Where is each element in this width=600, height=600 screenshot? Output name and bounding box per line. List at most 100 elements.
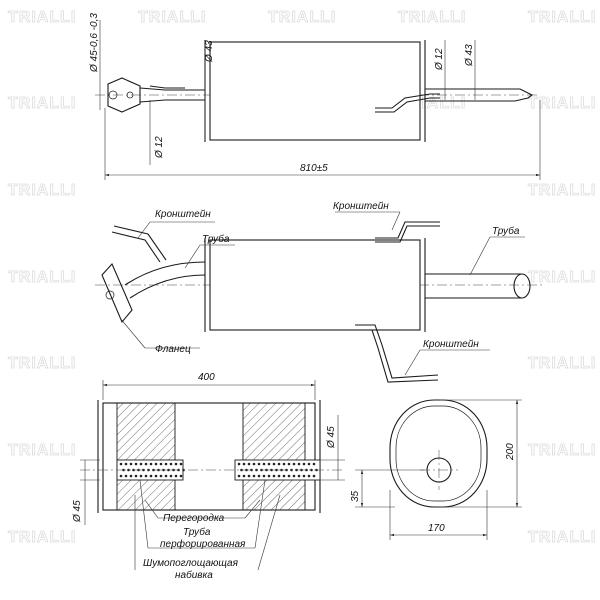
svg-text:TRIALLI: TRIALLI	[8, 9, 76, 26]
tube-diameter-dimension: Ø 45	[326, 426, 337, 449]
svg-text:TRIALLI: TRIALLI	[528, 182, 596, 199]
perforation-hole	[307, 462, 311, 466]
label-perforated-pipe: Труба	[183, 526, 211, 538]
label-bracket-bottom: Кронштейн	[423, 339, 479, 350]
perforation-hole	[119, 474, 123, 478]
svg-text:TRIALLI: TRIALLI	[528, 269, 596, 286]
perforation-hole	[139, 474, 143, 478]
perforation-hole	[174, 462, 178, 466]
perforation-hole	[169, 474, 173, 478]
perforation-hole	[302, 474, 306, 478]
hanger-bracket	[111, 231, 161, 263]
height-dimension: 200	[505, 443, 516, 461]
hanger-bracket	[355, 324, 439, 379]
perforation-hole	[127, 468, 130, 472]
leader-line	[391, 211, 401, 231]
leader-line	[257, 494, 281, 571]
perforation-hole	[164, 462, 168, 466]
perforation-hole	[287, 462, 291, 466]
hanger-bracket	[113, 225, 167, 261]
inlet-pipe	[139, 87, 205, 91]
absorbent-packing	[242, 402, 306, 511]
svg-text:TRIALLI: TRIALLI	[8, 182, 76, 199]
perforation-hole	[282, 474, 286, 478]
svg-text:TRIALLI: TRIALLI	[268, 9, 336, 26]
label-absorbent-packing: набивка	[175, 569, 213, 581]
perforation-hole	[144, 462, 148, 466]
perforation-hole	[267, 474, 271, 478]
perforation-hole	[312, 462, 316, 466]
perforation-hole	[262, 474, 266, 478]
muffler-body	[209, 239, 421, 331]
watermark-logo: TRIALLI	[8, 442, 76, 460]
label-bracket-left: Кронштейн	[155, 209, 211, 220]
muffler-end-outline	[389, 399, 488, 508]
watermark-logo: TRIALLI	[138, 9, 206, 27]
flange-tolerance-dimension: Ø 45-0,6 -0,3	[89, 13, 100, 73]
inlet-pipe	[129, 274, 206, 299]
svg-text:TRIALLI: TRIALLI	[8, 355, 76, 372]
perforation-hole	[292, 462, 296, 466]
hanger-bracket	[375, 225, 440, 243]
perforation-hole	[167, 468, 170, 472]
perforation-holes	[119, 462, 318, 478]
perforation-hole	[257, 474, 261, 478]
perforation-hole	[149, 474, 153, 478]
perforation-hole	[242, 462, 246, 466]
perforation-hole	[312, 474, 316, 478]
watermark-logo: TRIALLI	[528, 529, 596, 547]
perforation-hole	[134, 462, 138, 466]
watermark-logo: TRIALLI	[8, 355, 76, 373]
muffler-body	[209, 41, 421, 141]
leader-line	[404, 349, 421, 376]
perforation-hole	[262, 462, 266, 466]
svg-text:TRIALLI: TRIALLI	[528, 355, 596, 372]
perforation-hole	[159, 474, 163, 478]
watermark-logo: TRIALLI	[8, 95, 76, 113]
watermark-logo: TRIALLI	[528, 182, 596, 200]
perforation-hole	[237, 474, 241, 478]
flange	[101, 263, 133, 324]
watermark-logo: TRIALLI	[8, 182, 76, 200]
perforation-hole	[277, 474, 281, 478]
perforation-hole	[282, 462, 286, 466]
pipe-opening	[513, 273, 531, 299]
offset-dimension: 35	[350, 490, 361, 502]
svg-text:TRIALLI: TRIALLI	[528, 442, 596, 459]
label-pipe-left: Труба	[202, 233, 230, 245]
perforation-hole	[149, 462, 153, 466]
section-view: 400 Ø 45 Ø 45 Перегородка Труба перфорир…	[72, 372, 345, 581]
perforation-hole	[179, 474, 183, 478]
perforation-hole	[162, 468, 165, 472]
perforation-hole	[292, 474, 296, 478]
perforation-hole	[297, 462, 301, 466]
hanger-bracket	[375, 97, 440, 113]
svg-text:TRIALLI: TRIALLI	[528, 9, 596, 26]
absorbent-packing	[116, 402, 176, 511]
perforation-hole	[277, 462, 281, 466]
outlet-pipe	[425, 97, 529, 102]
watermark-logo: TRIALLI	[8, 9, 76, 27]
label-flange: Фланец	[155, 344, 191, 355]
perforation-hole	[247, 462, 251, 466]
leader-line	[184, 244, 201, 269]
perforation-hole	[124, 462, 128, 466]
perforation-hole	[310, 468, 313, 472]
watermark-logo: TRIALLI	[268, 9, 336, 27]
body-length-dimension: 400	[198, 372, 215, 383]
leader-line	[119, 317, 146, 349]
perforation-hole	[242, 474, 246, 478]
perforation-hole	[164, 474, 168, 478]
perforation-hole	[179, 462, 183, 466]
label-bracket-top: Кронштейн	[333, 201, 389, 212]
perforation-hole	[139, 462, 143, 466]
perforation-hole	[240, 468, 243, 472]
hanger-bracket	[375, 93, 440, 109]
flange-bolt-hole	[108, 90, 118, 100]
tube-diameter-dimension: Ø 45	[72, 500, 83, 523]
flange-bolt-hole	[126, 91, 134, 99]
leader-line	[469, 236, 491, 276]
perforation-hole	[132, 468, 135, 472]
svg-text:TRIALLI: TRIALLI	[528, 95, 596, 112]
perforation-hole	[297, 474, 301, 478]
